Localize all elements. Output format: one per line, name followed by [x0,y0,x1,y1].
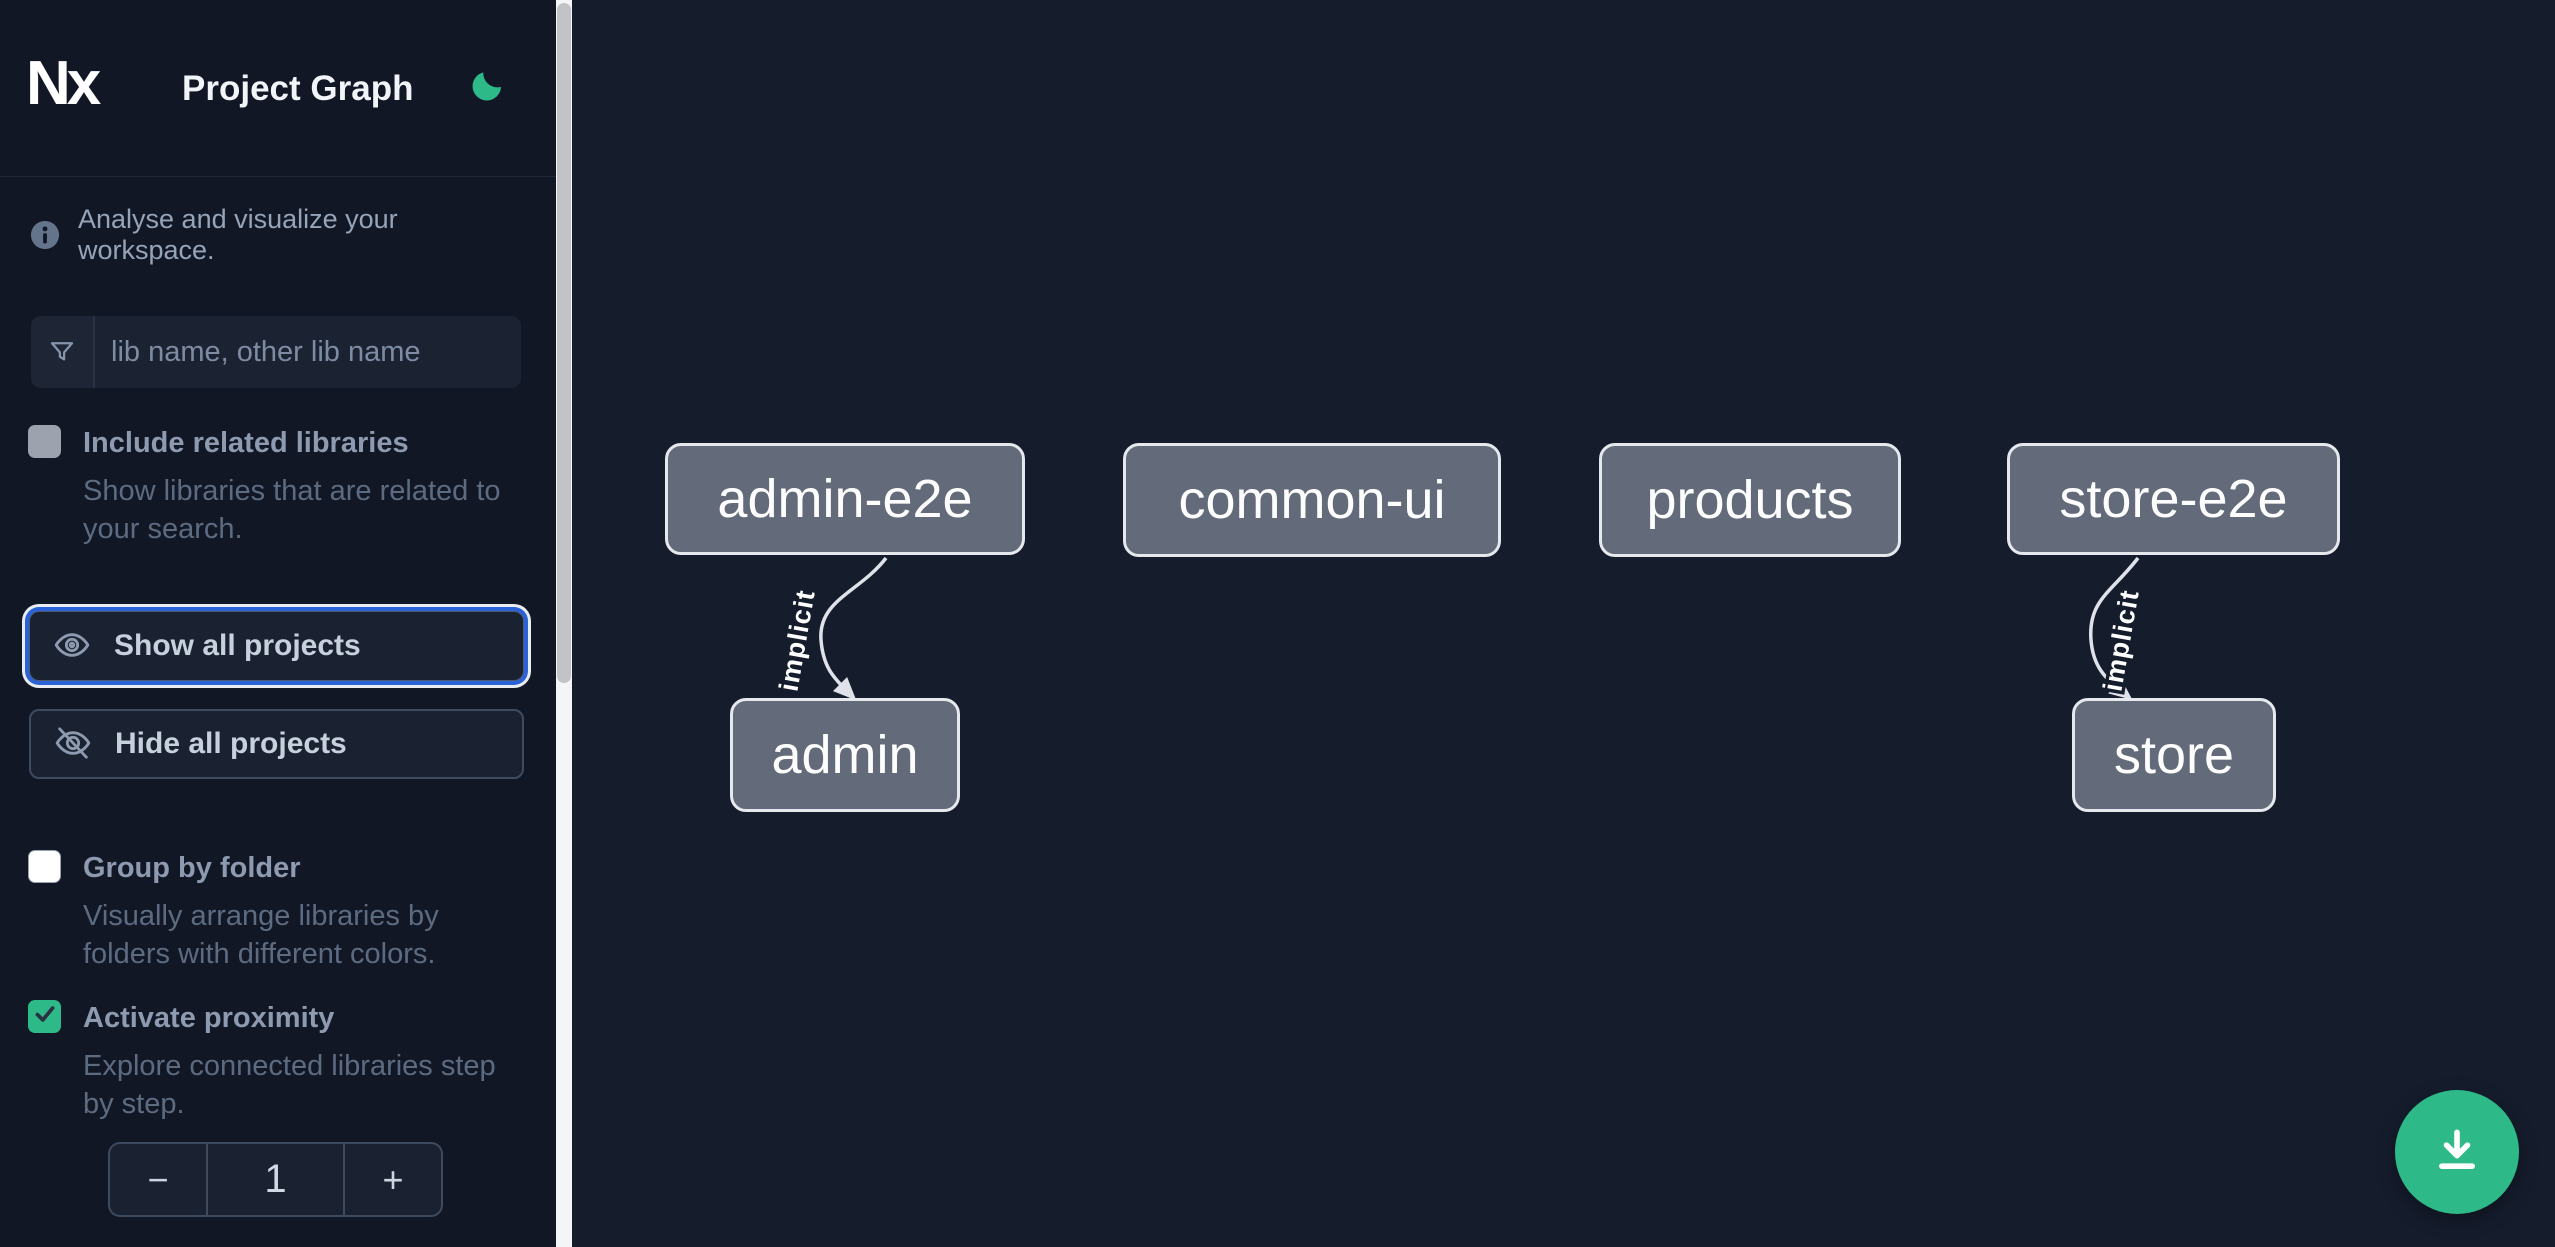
node-products[interactable]: products [1599,443,1901,557]
checkbox-activate-proximity[interactable] [28,1000,61,1033]
edge-label-implicit: implicit [773,587,820,693]
info-row: Analyse and visualize your workspace. [30,204,530,266]
node-store[interactable]: store [2072,698,2276,812]
scrollbar-thumb[interactable] [557,3,571,683]
moon-icon [469,71,507,107]
toggle-description: Explore connected libraries step by step… [83,1050,496,1120]
increment-button[interactable]: + [343,1144,441,1215]
sidebar: Nx Project Graph [0,0,556,1247]
edge-label-implicit: implicit [2097,587,2144,693]
show-all-projects-button[interactable]: Show all projects [29,611,524,681]
toggle-description: Visually arrange libraries by folders wi… [83,900,439,970]
checkbox-include-related[interactable] [28,425,61,458]
download-icon [2429,1123,2485,1182]
filter-icon [31,316,95,388]
toggle-label: Group by folder [83,852,301,884]
checkmark-icon [32,1001,58,1032]
info-text: Analyse and visualize your workspace. [78,204,398,265]
toggle-group-by-folder: Group by folder Visually arrange librari… [28,850,528,973]
node-admin-e2e[interactable]: admin-e2e [665,443,1025,555]
eye-icon [52,625,92,668]
toggle-label: Activate proximity [83,1002,335,1034]
show-all-projects-label: Show all projects [114,629,361,662]
node-admin[interactable]: admin [730,698,960,812]
checkbox-group-by-folder[interactable] [28,850,61,883]
toggle-include-related: Include related libraries Show libraries… [28,425,528,548]
decrement-button[interactable]: − [110,1144,208,1215]
hide-all-projects-label: Hide all projects [115,727,347,760]
node-common-ui[interactable]: common-ui [1123,443,1501,557]
page-title: Project Graph [182,69,414,108]
download-image-button[interactable] [2395,1090,2519,1214]
theme-toggle-button[interactable] [466,64,510,108]
toggle-activate-proximity: Activate proximity Explore connected lib… [28,1000,528,1123]
nx-logo: Nx [26,49,101,118]
toggle-description: Show libraries that are related to your … [83,475,501,545]
proximity-depth-stepper: − 1 + [108,1142,443,1217]
toggle-label: Include related libraries [83,427,409,459]
info-icon [30,220,60,250]
stepper-value[interactable]: 1 [264,1157,287,1201]
hide-all-projects-button[interactable]: Hide all projects [29,709,524,779]
edge-admin-e2e-to-admin [819,556,888,701]
node-store-e2e[interactable]: store-e2e [2007,443,2340,555]
search-box [31,316,521,388]
eye-off-icon [53,723,93,766]
edge-store-e2e-to-store [2089,556,2140,700]
search-input[interactable] [95,316,521,388]
sidebar-scrollbar [556,0,572,1247]
graph-canvas[interactable] [570,0,2555,1247]
sidebar-header: Nx Project Graph [0,0,556,177]
